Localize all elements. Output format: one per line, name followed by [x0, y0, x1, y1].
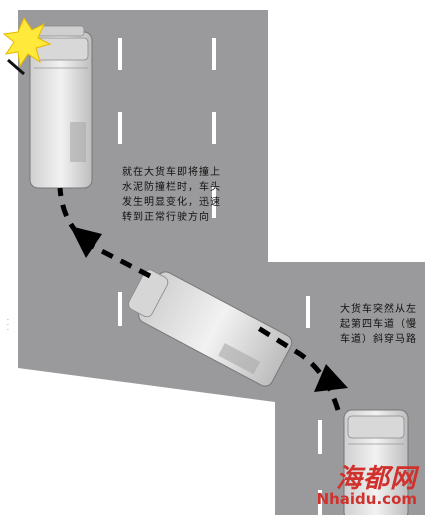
truck-icon: [343, 409, 409, 515]
watermark-url: Nhaidu.com: [316, 490, 417, 508]
arrow-head-icon: [314, 364, 348, 392]
edge-marks: ···: [7, 317, 9, 334]
watermark-brand: 海都网: [335, 464, 417, 494]
turn-annotation: 就在大货车即将撞上水泥防撞栏时，车头发生明显变化，迅速转到正常行驶方向: [122, 167, 221, 223]
arrow-head-icon: [70, 226, 102, 258]
lane-change-annotation: 大货车突然从左起第四车道（慢车道）斜穿马路: [340, 304, 417, 345]
truck-icon: [29, 25, 93, 189]
impact-flash-icon: [2, 16, 52, 76]
truck-icon: [128, 269, 293, 387]
watermark-logo: 海都网 Nhaidu.com: [317, 466, 417, 507]
